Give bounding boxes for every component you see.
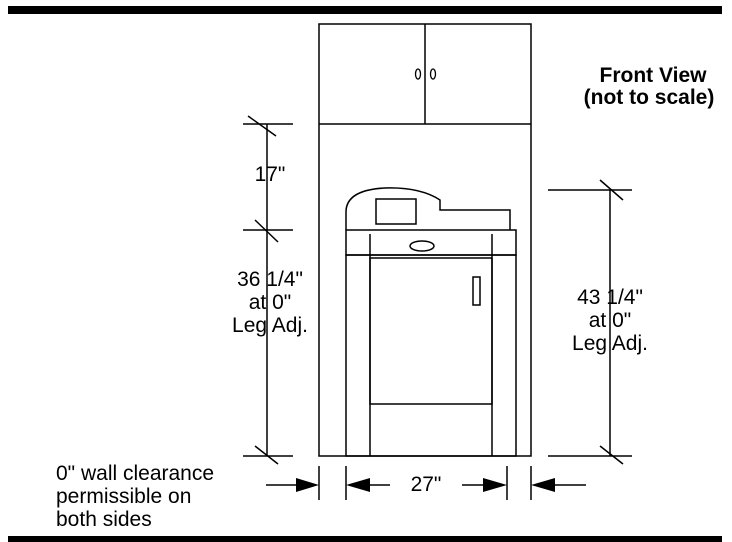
title-not-to-scale: (not to scale) bbox=[583, 86, 715, 109]
dimension-arrow-icon bbox=[254, 219, 279, 243]
dryer-control-knob-icon bbox=[409, 240, 435, 252]
wall-arrow-left-icon bbox=[296, 478, 319, 492]
dimension-arrow-icon bbox=[247, 115, 277, 137]
left-dimension bbox=[243, 115, 293, 465]
dimension-label-left-line2: at 0" bbox=[248, 291, 292, 314]
dimension-label-left-line3: Leg Adj. bbox=[232, 314, 308, 337]
dryer-display-panel bbox=[375, 198, 417, 225]
dryer-control-console bbox=[345, 187, 511, 230]
cabinet-door-knob-icon bbox=[429, 68, 437, 80]
dryer-body bbox=[345, 254, 517, 457]
dimension-label-17: 17" bbox=[254, 163, 286, 186]
cabinet-door-knob-icon bbox=[414, 68, 422, 80]
right-dimension bbox=[548, 179, 632, 465]
dimension-label-right-line1: 43 1/4" bbox=[577, 286, 643, 309]
note-line1: 0" wall clearance bbox=[56, 462, 215, 485]
dimension-label-left-line1: 36 1/4" bbox=[237, 268, 303, 291]
dryer bbox=[345, 187, 517, 457]
dimension-arrow-icon bbox=[599, 445, 624, 465]
dimension-label-right-line3: Leg Adj. bbox=[572, 332, 648, 355]
note-line2: permissible on bbox=[56, 485, 192, 508]
title-front-view: Front View bbox=[599, 64, 707, 87]
note-line3: both sides bbox=[56, 508, 152, 531]
dimension-arrow-icon bbox=[254, 445, 279, 465]
dimension-label-right-line2: at 0" bbox=[588, 309, 632, 332]
width-arrow-right-icon bbox=[483, 478, 507, 492]
top-border-bar bbox=[8, 6, 722, 14]
width-arrow-left-icon bbox=[346, 478, 370, 492]
dryer-door bbox=[369, 257, 493, 405]
dimension-label-width: 27" bbox=[410, 473, 442, 496]
wall-arrow-right-icon bbox=[531, 478, 555, 492]
bottom-border-bar bbox=[8, 536, 722, 542]
door-handle-icon bbox=[472, 276, 481, 306]
